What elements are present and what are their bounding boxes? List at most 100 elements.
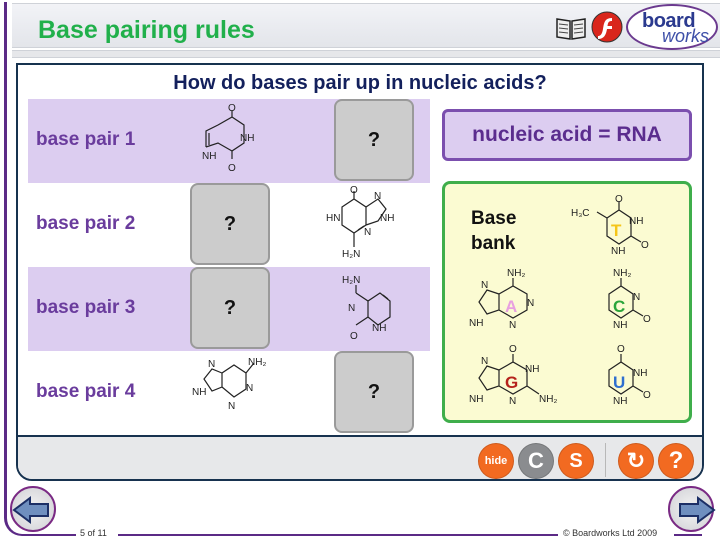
svg-text:A: A <box>505 297 517 316</box>
adenine-draggable[interactable]: NH₂ N N NH N A <box>463 266 559 342</box>
help-button[interactable]: ? <box>658 443 694 479</box>
footer-line-left <box>44 534 76 536</box>
copyright: © Boardworks Ltd 2009 <box>563 528 658 538</box>
answer-slot[interactable]: ? <box>334 351 414 433</box>
svg-text:N: N <box>364 227 371 238</box>
svg-text:N: N <box>228 401 235 412</box>
control-bar: hide C S ↻ ? <box>18 435 702 479</box>
base-bank-title: Base bank <box>471 208 517 254</box>
svg-text:NH: NH <box>380 213 394 224</box>
uracil-draggable[interactable]: O NH NH O U <box>593 342 673 418</box>
svg-text:O: O <box>228 163 236 174</box>
logo-area: board works <box>554 4 718 50</box>
uracil-structure-icon: O NH NH O <box>202 103 254 174</box>
svg-text:NH: NH <box>469 394 483 405</box>
svg-text:O: O <box>617 344 625 355</box>
base-pair-row-1: base pair 1 O NH NH O ? <box>28 99 430 183</box>
reset-button[interactable]: ↻ <box>618 443 654 479</box>
svg-text:N: N <box>246 383 253 394</box>
cytosine-structure-icon: H₂N N NH O <box>342 275 391 342</box>
hide-button[interactable]: hide <box>478 443 514 479</box>
thymine-draggable[interactable]: H₃C O NH NH O T <box>571 190 661 266</box>
footer-line-middle <box>118 534 558 536</box>
svg-text:NH: NH <box>202 151 216 162</box>
previous-slide-button[interactable] <box>10 486 56 532</box>
svg-text:N: N <box>481 280 488 291</box>
svg-text:O: O <box>641 240 649 251</box>
arrow-left-icon <box>12 496 49 524</box>
base-pair-row-3: base pair 3 ? H₂N N NH O <box>28 267 430 351</box>
logo-works-text: works <box>662 26 710 46</box>
undo-icon: ↻ <box>626 448 646 473</box>
answer-slot[interactable]: ? <box>190 267 270 349</box>
solution-button[interactable]: S <box>558 443 594 479</box>
svg-text:NH₂: NH₂ <box>507 268 525 279</box>
svg-text:H₂N: H₂N <box>342 275 360 286</box>
check-button[interactable]: C <box>518 443 554 479</box>
svg-text:NH: NH <box>469 318 483 329</box>
adenine-structure-icon: N NH₂ NH N N <box>192 357 266 412</box>
boardworks-logo: board works <box>626 4 718 50</box>
book-icon[interactable] <box>554 10 588 44</box>
svg-text:N: N <box>633 292 640 303</box>
cytosine-draggable[interactable]: NH₂ N NH O C <box>593 266 673 342</box>
svg-text:H₃C: H₃C <box>571 208 590 219</box>
svg-text:H₂N: H₂N <box>342 249 360 260</box>
button-divider <box>605 443 606 477</box>
question-heading: How do bases pair up in nucleic acids? <box>173 72 547 94</box>
frame-left-rail <box>4 2 7 508</box>
row-label: base pair 3 <box>36 297 136 318</box>
svg-text:C: C <box>613 297 625 316</box>
frame-corner <box>4 495 44 536</box>
svg-text:NH: NH <box>613 320 627 331</box>
svg-text:T: T <box>611 221 622 240</box>
svg-text:NH: NH <box>629 216 643 227</box>
svg-text:NH: NH <box>633 368 647 379</box>
svg-text:O: O <box>643 390 651 401</box>
svg-text:N: N <box>374 191 381 202</box>
logo-board-text: board <box>642 10 696 32</box>
page-indicator: 5 of 11 <box>80 528 107 538</box>
svg-text:N: N <box>527 298 534 309</box>
base-pair-row-4: base pair 4 N NH₂ NH N N ? <box>28 351 430 435</box>
svg-text:N: N <box>348 303 355 314</box>
svg-text:O: O <box>615 194 623 205</box>
svg-text:HN: HN <box>326 213 340 224</box>
svg-text:O: O <box>643 314 651 325</box>
svg-text:N: N <box>208 359 215 370</box>
main-panel: How do bases pair up in nucleic acids? b… <box>16 63 704 481</box>
svg-text:NH: NH <box>613 396 627 407</box>
base-bank: Base bank H₃C O NH NH O T NH₂ N N NH N A <box>442 181 692 423</box>
svg-text:G: G <box>505 373 518 392</box>
svg-text:NH₂: NH₂ <box>539 394 557 405</box>
svg-text:N: N <box>509 320 516 331</box>
svg-text:U: U <box>613 373 625 392</box>
row-label: base pair 1 <box>36 129 136 150</box>
svg-text:N: N <box>509 396 516 407</box>
guanine-draggable[interactable]: O N NH NH N NH₂ G <box>463 342 573 418</box>
nucleic-acid-label: nucleic acid = RNA <box>442 109 692 161</box>
svg-text:NH₂: NH₂ <box>613 268 631 279</box>
flash-icon[interactable] <box>590 10 624 44</box>
row-label: base pair 4 <box>36 381 136 402</box>
svg-text:O: O <box>350 331 358 342</box>
next-slide-button[interactable] <box>668 486 716 532</box>
base-pair-row-2: base pair 2 ? O N NH HN N H₂N <box>28 183 430 267</box>
guanine-structure-icon: O N NH HN N H₂N <box>326 185 394 260</box>
svg-text:NH₂: NH₂ <box>248 357 266 368</box>
answer-slot[interactable]: ? <box>190 183 270 265</box>
arrow-right-icon <box>679 496 716 524</box>
svg-text:O: O <box>228 103 236 114</box>
svg-text:NH: NH <box>525 364 539 375</box>
svg-text:N: N <box>481 356 488 367</box>
svg-text:NH: NH <box>240 133 254 144</box>
answer-slot[interactable]: ? <box>334 99 414 181</box>
svg-text:O: O <box>509 344 517 355</box>
svg-text:NH: NH <box>611 246 625 257</box>
sub-bar <box>12 50 720 58</box>
row-label: base pair 2 <box>36 213 136 234</box>
footer-line-right <box>674 534 702 536</box>
page-title: Base pairing rules <box>38 16 255 44</box>
svg-text:NH: NH <box>192 387 206 398</box>
svg-text:NH: NH <box>372 323 386 334</box>
